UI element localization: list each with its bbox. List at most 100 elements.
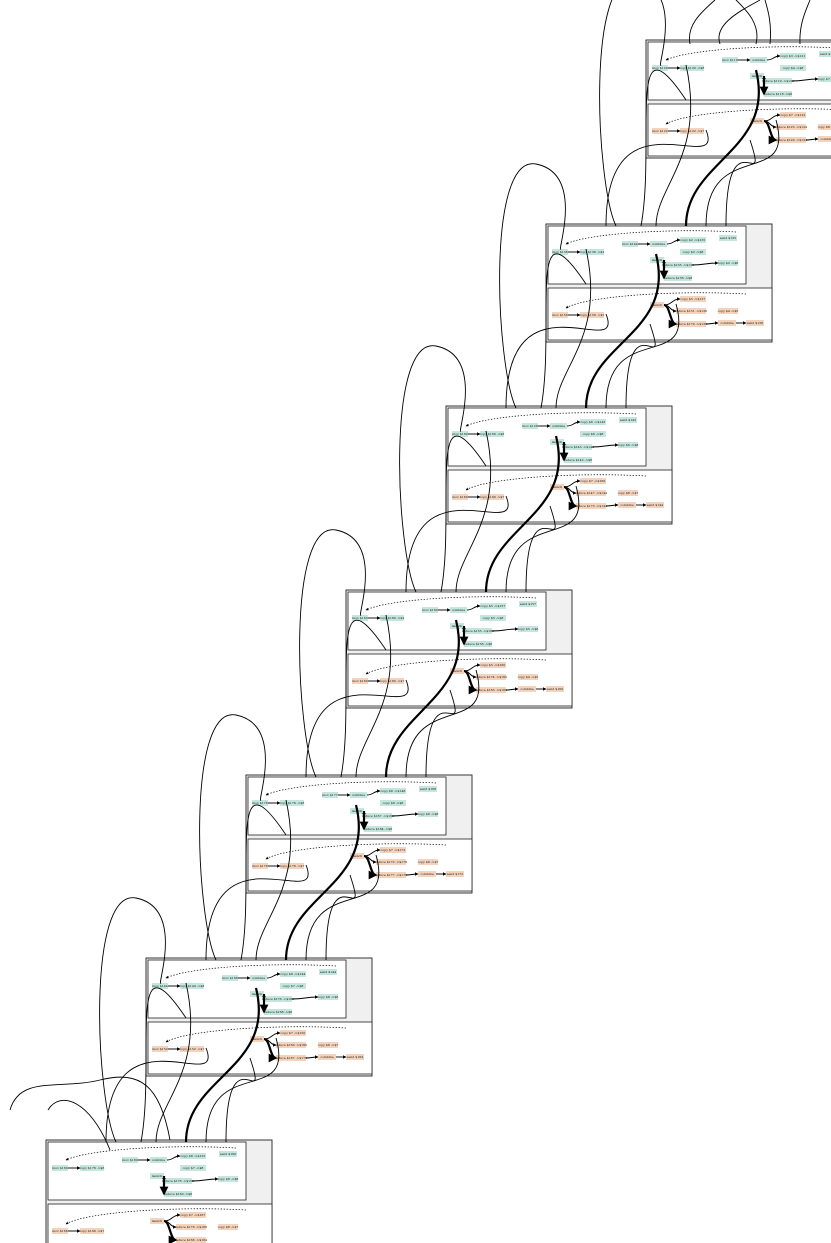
flow-edge (566, 420, 581, 427)
send-node-reduce2 (564, 457, 592, 463)
send-node-label: reduce $155 ->$160 (462, 629, 494, 633)
send-node-reduce (764, 78, 792, 84)
send-node-label: copy $2 ->$135 (681, 238, 706, 242)
recv-node-mov (52, 1228, 68, 1234)
inter-cluster-edge (255, 799, 292, 961)
send-panel (547, 225, 747, 285)
recv-node-label: copy $8 ->$7 (318, 1043, 339, 1047)
send-node-launch (150, 1173, 164, 1179)
flow-edge (666, 238, 681, 245)
send-node-copy (580, 249, 604, 255)
send-node-label: mov $168 (222, 976, 237, 980)
recv-node-label: copy $160 ->$7 (380, 679, 405, 683)
send-panel (147, 959, 347, 1019)
flow-edge (163, 1219, 178, 1243)
send-node-copy1 (280, 971, 306, 977)
recv-node-label: reduce $120 ->$124 (775, 138, 807, 142)
inter-cluster-edge (225, 1057, 256, 1143)
recv-node-copy (680, 128, 704, 134)
send-node-mov (552, 249, 568, 255)
send-node-copy2 (680, 249, 706, 255)
send-node-label: copy $5 ->$8 (483, 616, 504, 620)
send-node-copy1 (680, 237, 706, 243)
recv-node-label: combine (820, 137, 831, 141)
send-node-mov2 (422, 607, 438, 613)
send-node-copy (380, 615, 404, 621)
send-node-combine (350, 792, 367, 798)
recv-node-reduce (276, 1042, 306, 1048)
flow-edge (466, 604, 481, 611)
recv-node-label: mov $122 (652, 129, 667, 133)
inter-cluster-edge (555, 248, 592, 409)
send-node-label: mov $128 (522, 424, 537, 428)
send-node-copy3 (318, 994, 338, 1000)
send-node-copy2 (280, 983, 306, 989)
feedback-edge (465, 474, 647, 491)
send-node-label: copy $160 ->$2 (380, 616, 405, 620)
inter-cluster-edge (425, 689, 456, 778)
send-node-send (219, 1151, 237, 1157)
send-node-label: reduce $176 ->$152 (162, 1179, 194, 1183)
send-node-label: mov $120 (652, 66, 667, 70)
recv-node-copy (180, 1046, 204, 1052)
recv-node-label: copy $5 ->$137 (681, 297, 706, 301)
send-node-reduce (564, 444, 592, 450)
recv-node-label: launch (552, 485, 563, 489)
flow-edge (263, 1037, 278, 1063)
recv-node-label: reduce $177 ->$176 (375, 873, 407, 877)
recv-node-copy1 (680, 296, 706, 302)
recv-node-label: copy $4 ->$5 (718, 309, 739, 313)
send-node-label: send $168 (420, 787, 436, 791)
recv-node-label: reduce $147 ->$144 (575, 491, 607, 495)
send-node-label: copy $4 ->$8 (783, 66, 804, 70)
send-node-label: mov $176 (252, 801, 267, 805)
recv-node-launch (550, 484, 564, 490)
send-node-mov (452, 431, 468, 437)
outgoing-edge (718, 0, 761, 45)
send-node-reduce2 (764, 91, 792, 97)
recv-node-copy2 (618, 490, 638, 496)
send-node-mov (152, 983, 168, 989)
flow-edge (791, 77, 819, 82)
inter-cluster-edge (599, 0, 666, 227)
feedback-edge (65, 1208, 247, 1225)
send-node-label: combine (552, 424, 565, 428)
send-node-label: send $143 (620, 418, 636, 422)
send-node-label: copy $6 ->$8 (583, 432, 604, 436)
send-node-reduce2 (164, 1191, 192, 1197)
send-node-label: copy $160 ->$8 (480, 432, 505, 436)
flow-edge (491, 627, 519, 632)
recv-node-reduce (676, 308, 706, 314)
recv-node-combine (418, 871, 436, 877)
outgoing-edge (689, 0, 716, 45)
send-node-label: copy $120 ->$8 (680, 66, 705, 70)
recv-node-label: send $172 (447, 872, 463, 876)
flow-edge (463, 663, 481, 672)
recv-node-reduce2 (476, 687, 506, 693)
outgoing-edge (799, 0, 811, 45)
send-node-copy2 (180, 1165, 206, 1171)
flow-edge (563, 485, 578, 511)
recv-node-label: copy $160 ->$7 (480, 495, 505, 499)
send-node-copy (480, 431, 504, 437)
recv-node-send (446, 871, 464, 877)
recv-node-label: reduce $163 ->$160 (475, 688, 507, 692)
flow-edge (291, 995, 319, 1000)
inter-cluster-edge (605, 303, 680, 409)
flow-edge (505, 687, 519, 691)
recv-node-launch (350, 853, 364, 859)
send-node-copy1 (480, 603, 506, 609)
send-node-label: combine (752, 58, 765, 62)
send-node-combine (750, 57, 767, 63)
inter-cluster-edge (584, 253, 660, 409)
recv-node-label: copy $152 ->$7 (180, 1047, 205, 1051)
flow-edge (191, 1177, 219, 1182)
send-node-label: reduce $160 ->$8 (164, 1192, 192, 1196)
send-node-combine (650, 241, 667, 247)
recv-node-label: reduce $167 ->$176 (275, 1056, 307, 1060)
recv-node-label: combine (520, 687, 533, 691)
inter-cluster-edge (640, 69, 687, 227)
recv-node-label: send $160 (547, 687, 563, 691)
